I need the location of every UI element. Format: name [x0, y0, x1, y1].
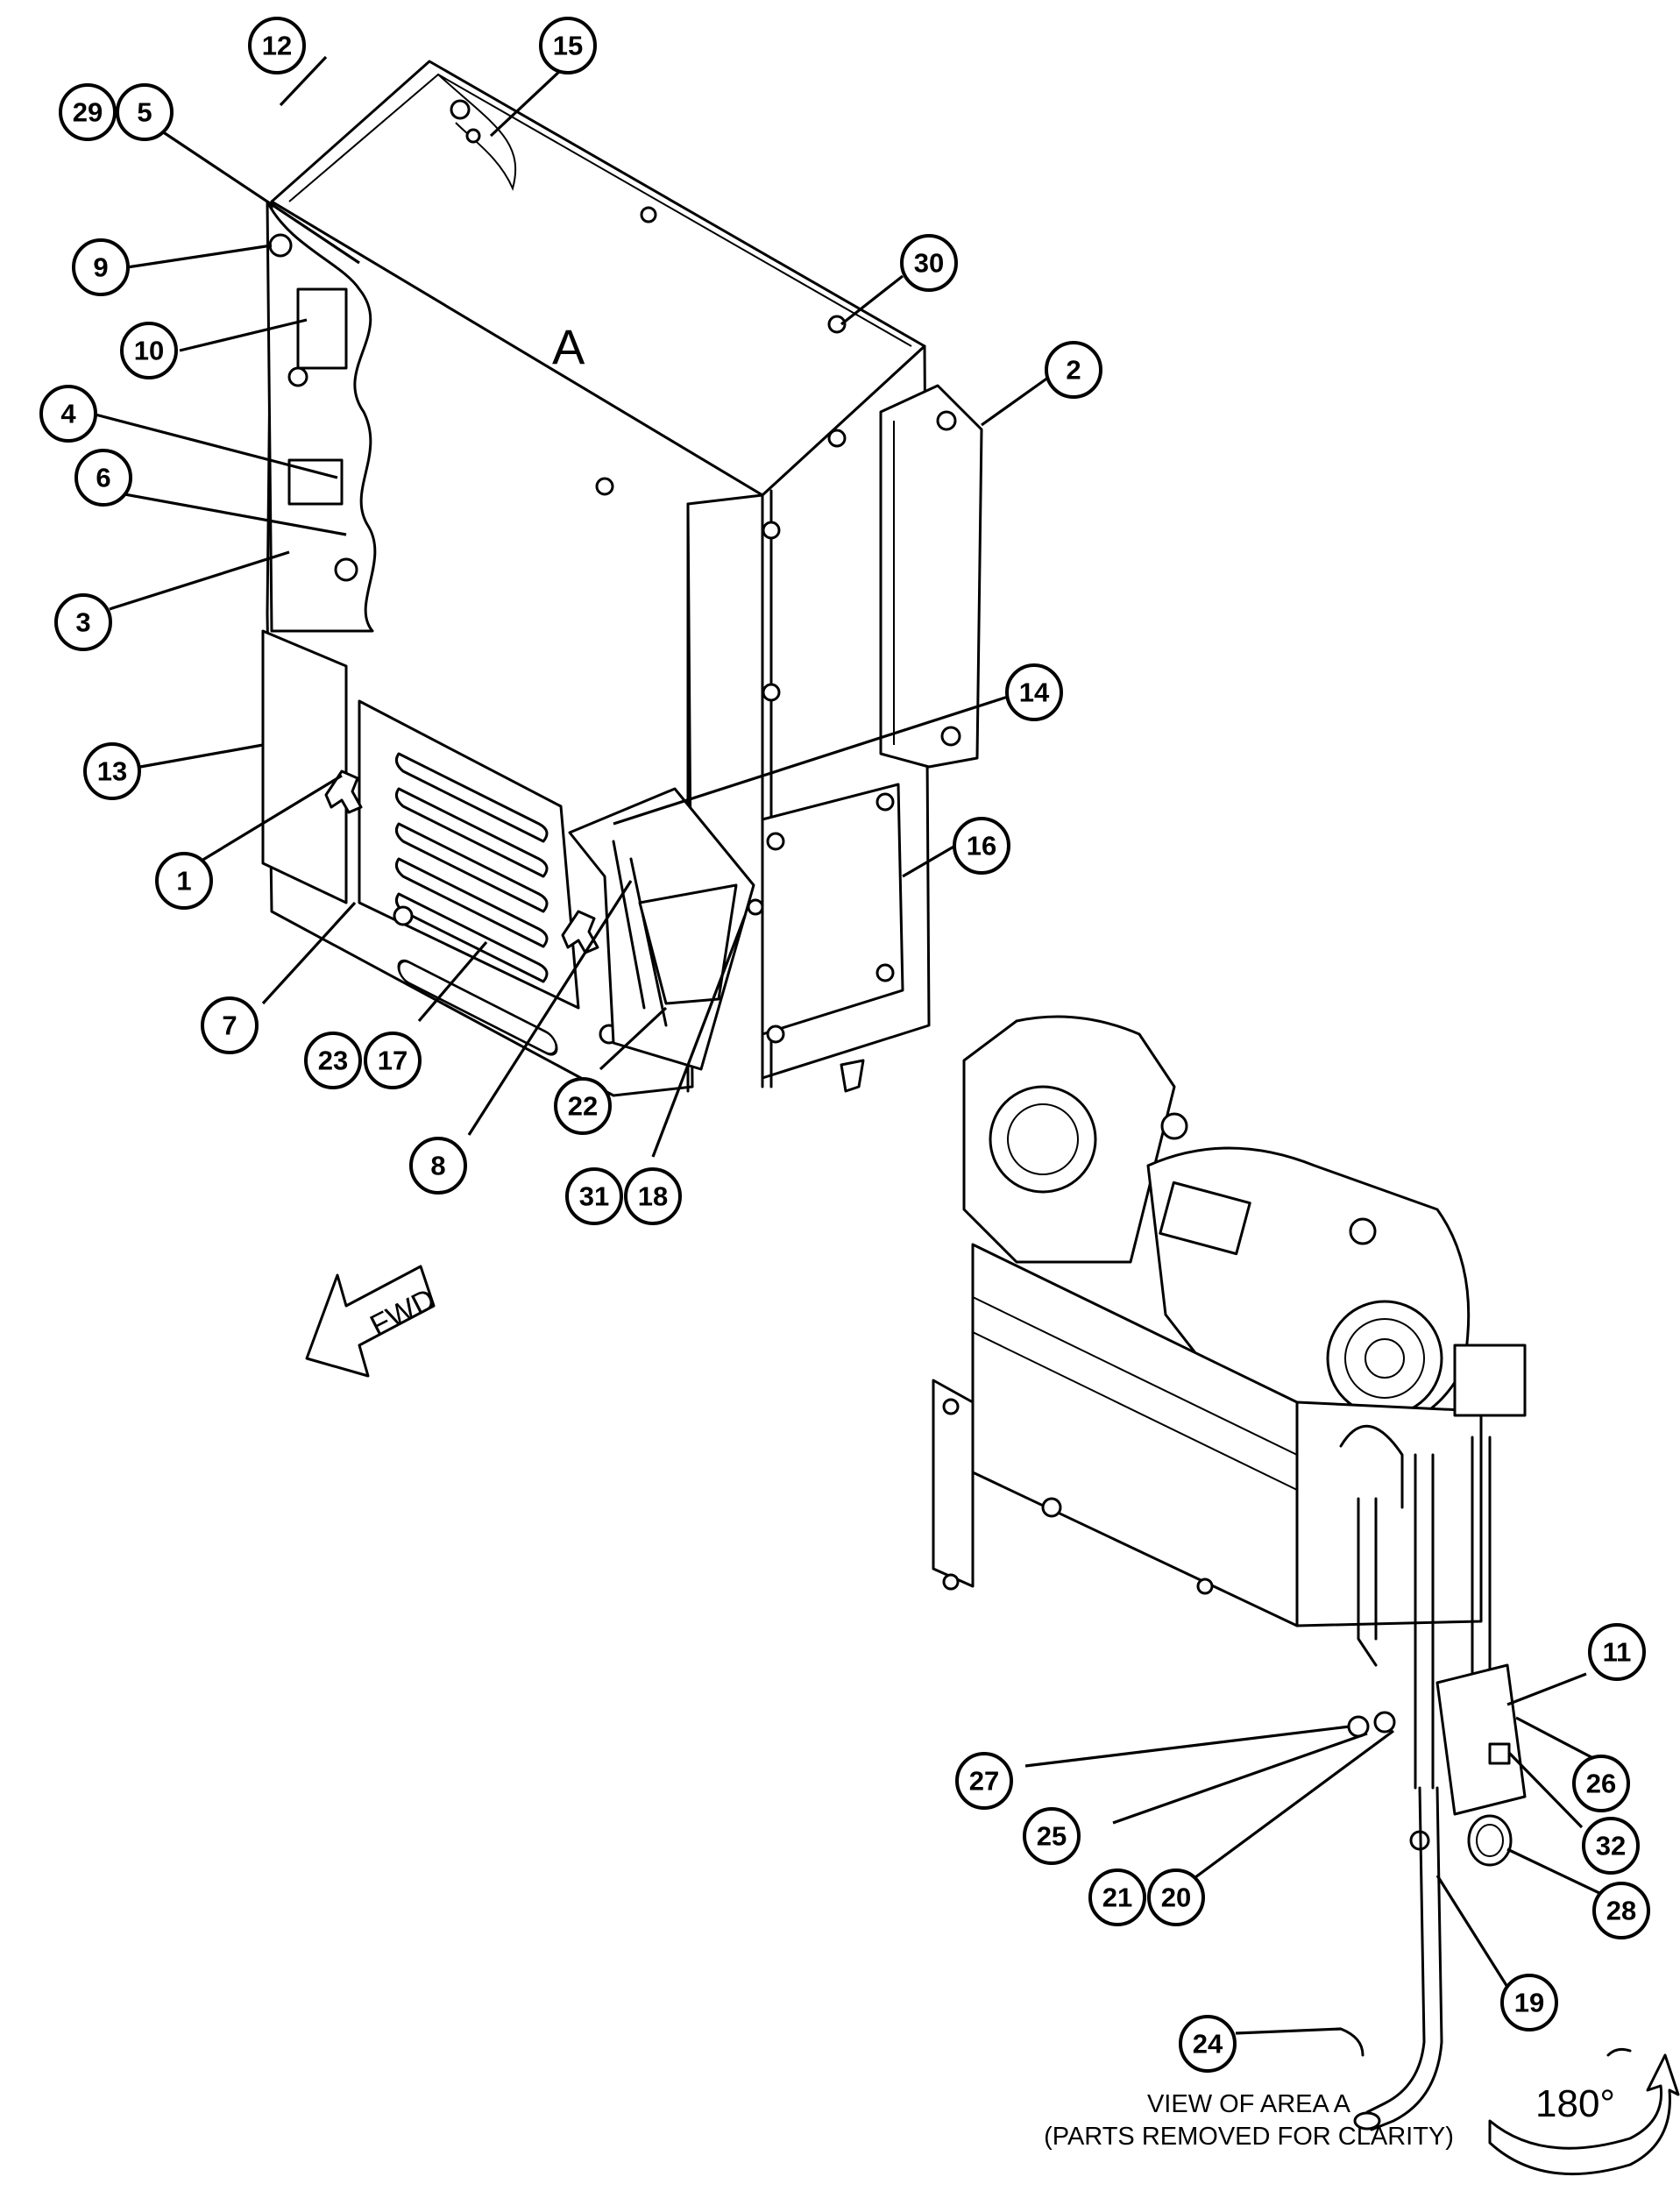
svg-text:18: 18: [638, 1181, 668, 1212]
svg-text:19: 19: [1514, 1988, 1544, 2018]
callout-16: 16: [953, 817, 1010, 875]
rotation-arrow: [1488, 2047, 1680, 2176]
callout-2: 2: [1045, 341, 1102, 399]
callout-19: 19: [1500, 1974, 1558, 2031]
svg-text:6: 6: [96, 463, 110, 493]
forward-arrow: FWD: [305, 1265, 441, 1378]
svg-text:10: 10: [134, 336, 164, 366]
callout-5: 5: [116, 83, 174, 141]
callout-20: 20: [1147, 1868, 1205, 1926]
svg-text:24: 24: [1193, 2029, 1223, 2060]
svg-text:12: 12: [262, 31, 292, 61]
svg-text:32: 32: [1596, 1831, 1626, 1861]
svg-text:28: 28: [1606, 1896, 1636, 1926]
callout-1: 1: [155, 852, 213, 910]
view-caption-line1: VIEW OF AREA A: [1147, 2090, 1351, 2118]
svg-text:27: 27: [969, 1766, 999, 1797]
svg-text:23: 23: [318, 1046, 348, 1076]
rotation-label: 180°: [1535, 2082, 1615, 2125]
callout-21: 21: [1088, 1868, 1146, 1926]
callout-29: 29: [59, 83, 117, 141]
svg-text:20: 20: [1161, 1883, 1191, 1913]
view-caption-line2: (PARTS REMOVED FOR CLARITY): [1044, 2123, 1454, 2151]
callout-18: 18: [624, 1167, 682, 1225]
area-label: A: [552, 319, 585, 374]
callout-26: 26: [1572, 1755, 1630, 1812]
callout-7: 7: [201, 996, 259, 1054]
svg-text:4: 4: [60, 399, 76, 429]
callout-25: 25: [1023, 1807, 1081, 1865]
heater-housing: [261, 60, 983, 1097]
svg-text:3: 3: [75, 607, 90, 638]
svg-text:9: 9: [93, 252, 108, 283]
callout-30: 30: [900, 234, 958, 292]
svg-text:1: 1: [176, 866, 191, 897]
callout-10: 10: [120, 322, 178, 379]
svg-text:5: 5: [137, 97, 152, 128]
svg-text:31: 31: [579, 1181, 609, 1212]
svg-text:16: 16: [967, 831, 996, 862]
louver-slats: [397, 959, 558, 1056]
svg-text:26: 26: [1586, 1769, 1616, 1799]
svg-text:25: 25: [1037, 1821, 1067, 1852]
callout-17: 17: [364, 1032, 422, 1089]
svg-text:11: 11: [1603, 1637, 1632, 1668]
callout-9: 9: [72, 238, 130, 296]
svg-text:7: 7: [222, 1010, 237, 1041]
callout-22: 22: [554, 1077, 612, 1135]
callout-6: 6: [74, 449, 132, 507]
callout-31: 31: [565, 1167, 623, 1225]
svg-text:2: 2: [1066, 355, 1081, 386]
svg-text:13: 13: [97, 756, 127, 787]
callout-11: 11: [1588, 1623, 1646, 1681]
svg-text:8: 8: [430, 1151, 445, 1181]
callout-4: 4: [39, 385, 97, 443]
svg-text:30: 30: [914, 248, 944, 279]
callout-3: 3: [54, 593, 112, 651]
callout-12: 12: [248, 17, 306, 74]
svg-text:15: 15: [553, 31, 583, 61]
callout-28: 28: [1592, 1882, 1650, 1939]
callout-24: 24: [1179, 2015, 1237, 2073]
callout-14: 14: [1005, 663, 1063, 721]
leader-lines: [91, 55, 1609, 2035]
svg-text:14: 14: [1019, 677, 1050, 708]
callout-32: 32: [1582, 1817, 1640, 1875]
svg-text:22: 22: [568, 1091, 598, 1122]
callout-15: 15: [539, 17, 597, 74]
callout-23: 23: [304, 1032, 362, 1089]
callout-27: 27: [955, 1752, 1013, 1810]
svg-text:21: 21: [1102, 1883, 1132, 1913]
svg-text:17: 17: [378, 1046, 408, 1076]
svg-text:29: 29: [73, 97, 103, 128]
blower-assembly-view: [932, 1015, 1527, 2131]
callout-13: 13: [83, 742, 141, 800]
callout-8: 8: [409, 1137, 467, 1195]
